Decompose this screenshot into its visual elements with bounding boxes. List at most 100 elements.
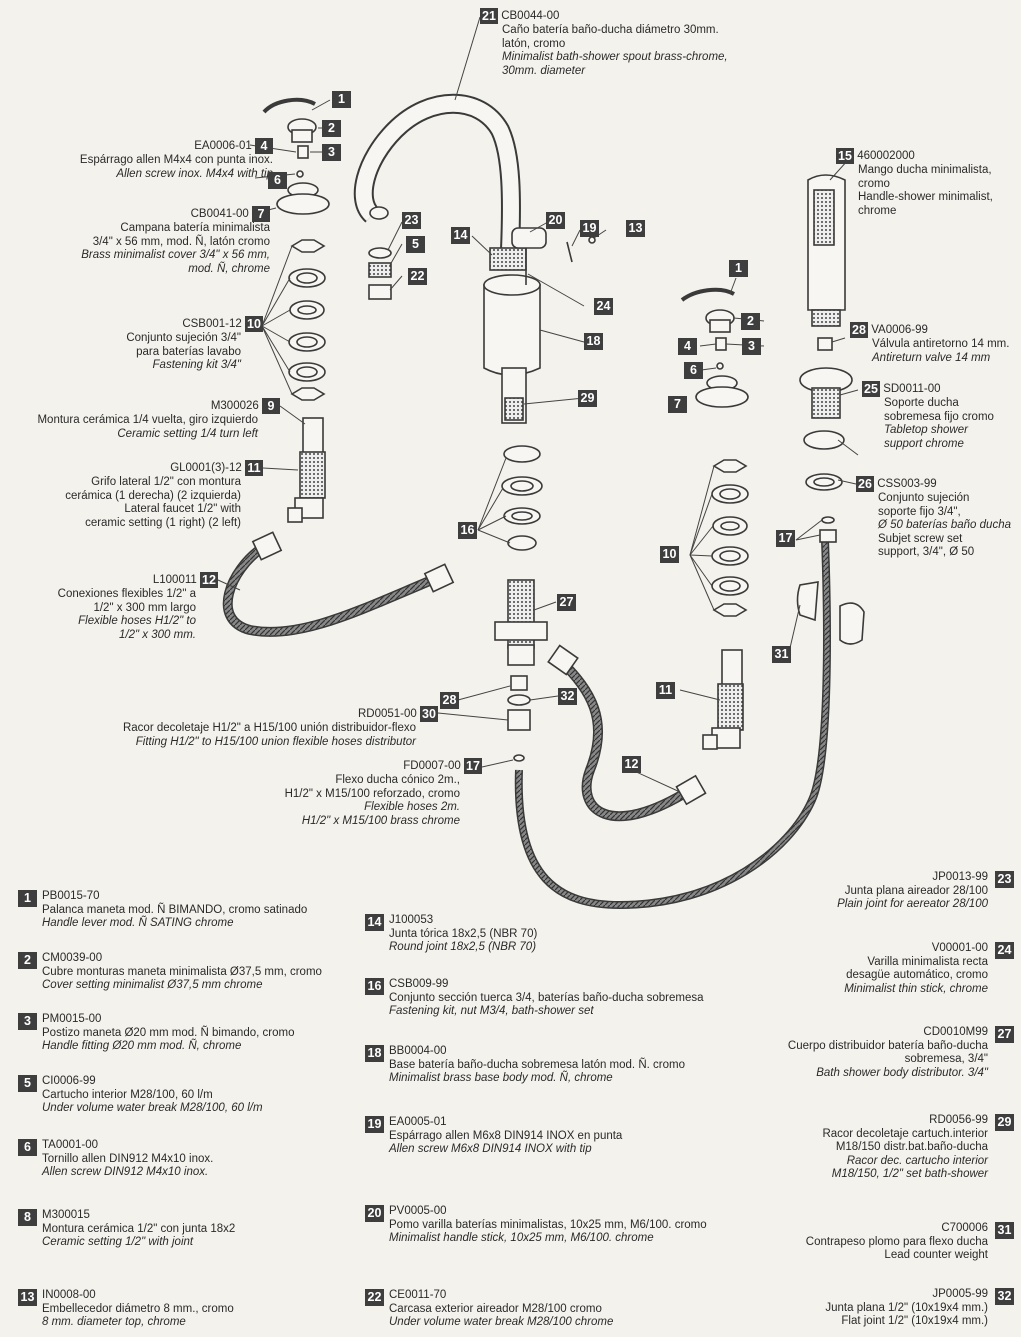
legend-number: 13 <box>18 1289 37 1306</box>
legend-description-en: Minimalist thin stick, chrome <box>844 982 988 995</box>
callout-number: 21 <box>480 8 498 24</box>
legend-description-es: Junta plana aireador 28/100 <box>844 884 988 897</box>
callout-number: 7 <box>252 206 270 222</box>
callout-4: EA0006-01 4 Espárrago allen M4x4 con pun… <box>40 138 273 181</box>
legend-description-en: Bath shower body distributor. 3/4" <box>816 1066 988 1079</box>
legend-code: PB0015-70 <box>42 890 100 902</box>
legend-description-es: Cartucho interior M28/100, 60 l/m <box>42 1088 213 1101</box>
legend-code: EA0005-01 <box>389 1116 447 1128</box>
callout-15: 15 460002000 Mango ducha minimalista, cr… <box>836 148 993 218</box>
callout-number: 28 <box>850 322 868 338</box>
legend-code: V00001-00 <box>931 942 988 954</box>
legend-description-es: Contrapeso plomo para flexo ducha <box>805 1235 988 1248</box>
legend-description-en: Racor dec. cartucho interior <box>846 1154 988 1167</box>
callout-14: 14 <box>451 227 470 244</box>
legend-description-es: M18/150 distr.bat.baño-ducha <box>835 1141 988 1153</box>
callout-20: 20 <box>546 212 565 229</box>
description-es: Espárrago allen M4x4 con punta inox. <box>79 154 273 166</box>
legend-description-es: Espárrago allen M6x8 DIN914 INOX en punt… <box>389 1129 623 1142</box>
legend-description-en: Minimalist brass base body mod. Ñ, chrom… <box>389 1072 613 1084</box>
callout-30: RD0051-00 30 Racor decoletaje H1/2" a H1… <box>90 706 438 749</box>
callout-9: M300026 9 Montura cerámica 1/4 vuelta, g… <box>10 398 280 441</box>
legend-number: 16 <box>365 978 384 995</box>
callout-1: 1 <box>332 91 351 108</box>
legend-number: 3 <box>18 1013 37 1030</box>
description-es: 1/2" x 300 mm largo <box>93 601 196 614</box>
callout-number: 9 <box>262 398 280 414</box>
legend-description-en: Fastening kit, nut M3/4, bath-shower set <box>389 1005 594 1017</box>
legend-description-en: Under volume water break M28/100 chrome <box>389 1316 614 1328</box>
callout-7: CB0041-00 7 Campana batería minimalista … <box>30 206 270 276</box>
callout-number: 4 <box>255 138 273 154</box>
legend-number: 2 <box>18 952 37 969</box>
part-code: GL0001(3)-12 <box>170 462 242 475</box>
callout-number: 17 <box>464 758 482 774</box>
part-code: EA0006-01 <box>194 140 252 153</box>
legend-number: 6 <box>18 1139 37 1156</box>
callout-29: 29 <box>578 390 597 407</box>
description-en: mod. Ñ, chrome <box>188 262 270 275</box>
description-es: soporte fijo 3/4", <box>878 505 961 518</box>
description-en: 30mm. diameter <box>502 64 586 77</box>
legend-number: 22 <box>365 1289 384 1306</box>
description-es: Ø 50 baterías baño ducha <box>878 519 1011 531</box>
description-en: Flexible hoses H1/2" to <box>78 615 196 627</box>
legend-description-en: Plain joint for aereator 28/100 <box>837 898 988 910</box>
callout-25: 25 SD0011-00 Soporte ducha sobremesa fij… <box>862 381 994 451</box>
legend-description-en: Allen screw M6x8 DIN914 INOX with tip <box>389 1143 592 1155</box>
legend-code: J100053 <box>389 914 434 926</box>
legend-description-es: Cubre monturas maneta minimalista Ø37,5 … <box>42 965 322 978</box>
callout-11-right: 11 <box>656 682 675 699</box>
description-es: Caño batería baño-ducha diámetro 30mm. <box>502 24 719 36</box>
part-code: VA0006-99 <box>871 324 928 337</box>
legend-description-es: Racor decoletaje cartuch.interior <box>822 1127 988 1140</box>
legend-description-es: Cuerpo distribuidor batería baño-ducha <box>787 1039 988 1052</box>
description-es: 3/4" x 56 mm, mod. Ñ, latón cromo <box>92 235 270 248</box>
callout-6: 6 <box>268 172 287 189</box>
callout-1-right: 1 <box>729 260 748 277</box>
part-code: 460002000 <box>857 150 915 163</box>
description-en: Lateral faucet 1/2" with <box>124 503 241 515</box>
washers-left <box>288 239 326 401</box>
legend-code: TA0001-00 <box>42 1139 99 1151</box>
legend-description-es: Conjunto sección tuerca 3/4, baterías ba… <box>389 991 704 1004</box>
description-en: Fastening kit 3/4" <box>152 359 241 371</box>
callout-number: 11 <box>245 460 263 476</box>
legend-number: 31 <box>995 1222 1014 1239</box>
callout-number: 10 <box>245 316 263 332</box>
callout-10-left: CSB001-12 10 Conjunto sujeción 3/4" para… <box>60 316 263 373</box>
callout-number: 15 <box>836 148 854 164</box>
legend-number: 32 <box>995 1288 1014 1305</box>
part-code: RD0051-00 <box>357 708 417 721</box>
legend-number: 29 <box>995 1114 1014 1131</box>
callout-28-right: 28 VA0006-99 Válvula antiretorno 14 mm. … <box>850 322 1009 365</box>
legend-code: JP0013-99 <box>932 871 988 883</box>
callout-5: 5 <box>406 236 425 253</box>
callout-number: 25 <box>862 381 880 397</box>
description-es: Flexo ducha cónico 2m., <box>335 774 460 786</box>
legend-description-es: Base batería baño-ducha sobremesa latón … <box>389 1058 685 1071</box>
legend-description-en: Under volume water break M28/100, 60 l/m <box>42 1102 263 1114</box>
callout-21: 21 CB0044-00 Caño batería baño-ducha diá… <box>480 8 728 78</box>
description-en: Brass minimalist cover 3/4" x 56 mm, <box>81 249 270 261</box>
part-code: CB0044-00 <box>501 10 560 23</box>
spout-part <box>353 93 521 251</box>
legend-number: 14 <box>365 914 384 931</box>
callout-28-centre: 28 <box>440 692 459 709</box>
description-es: Grifo lateral 1/2" con montura <box>91 476 241 488</box>
description-es: Soporte ducha <box>884 397 959 409</box>
description-es: H1/2" x M15/100 reforzado, cromo <box>284 787 460 800</box>
description-es: cromo <box>858 177 890 190</box>
callout-12-left: L100011 12 Conexiones flexibles 1/2" a 1… <box>30 572 218 642</box>
legend-description-es: Flat joint 1/2" (10x19x4 mm.) <box>841 1315 988 1327</box>
